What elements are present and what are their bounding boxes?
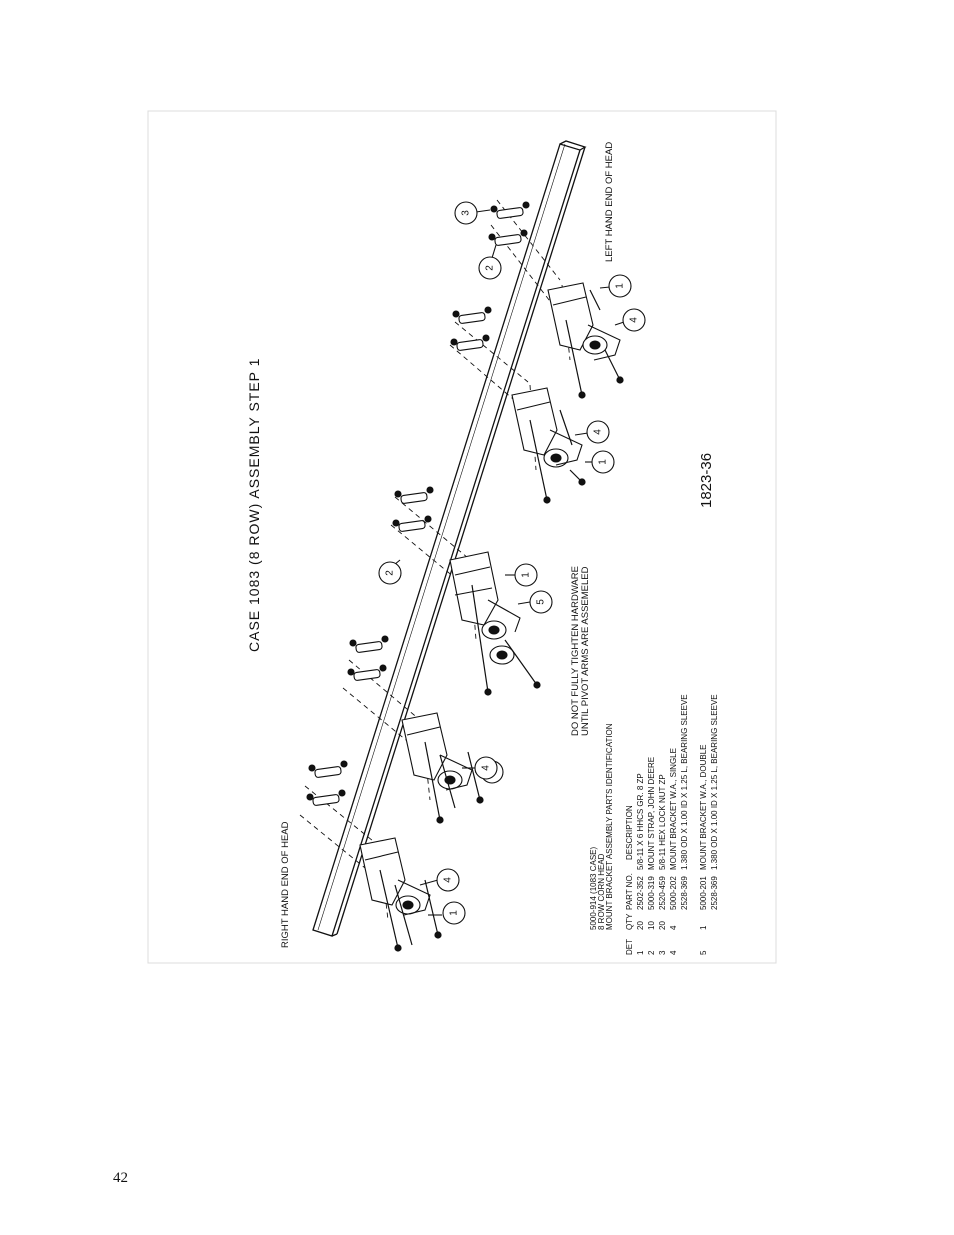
parts-header-2: 8 ROW CORN HEAD bbox=[597, 853, 606, 930]
callout-4c: 4 bbox=[574, 420, 610, 444]
col-part: PART NO. bbox=[625, 873, 634, 910]
row2-det: 2 bbox=[647, 950, 656, 955]
callout-1d: 1 bbox=[585, 450, 615, 474]
drawing-number: 1823-36 bbox=[698, 453, 715, 508]
row3-det: 3 bbox=[658, 950, 667, 955]
bracket-3-double bbox=[449, 551, 521, 665]
callout-3: 3 bbox=[454, 201, 491, 225]
row5-part: 2528-369 bbox=[680, 876, 689, 910]
row3-qty: 20 bbox=[658, 921, 667, 930]
col-det: DET bbox=[625, 939, 634, 955]
bracket-2 bbox=[401, 712, 473, 791]
row1-qty: 20 bbox=[636, 921, 645, 930]
svg-text:4: 4 bbox=[481, 765, 492, 771]
strap-group-2 bbox=[347, 635, 389, 681]
callout-5: 5 bbox=[517, 590, 553, 614]
right-hand-end-label: RIGHT HAND END OF HEAD bbox=[280, 821, 291, 948]
row6-desc: MOUNT BRACKET W.A., DOUBLE bbox=[699, 744, 708, 870]
row4-qty: 4 bbox=[669, 925, 678, 930]
row2-desc: MOUNT STRAP, JOHN DEERE bbox=[647, 757, 656, 870]
callout-1c: 1 bbox=[505, 563, 538, 587]
mount-straps bbox=[306, 201, 530, 806]
row1-det: 1 bbox=[636, 950, 645, 955]
callout-2b: 2 bbox=[478, 244, 502, 280]
parts-header-1: 5000-914 (1083 CASE) bbox=[589, 847, 598, 931]
strap-group-3 bbox=[392, 486, 434, 532]
svg-text:2: 2 bbox=[485, 265, 496, 271]
row7-desc: 1.380 OD X 1.00 ID X 1.25 L, BEARING SLE… bbox=[710, 694, 719, 870]
callouts: 1 4 1 4 1 5 2 1 4 4 1 2 3 bbox=[378, 201, 646, 925]
svg-text:4: 4 bbox=[629, 317, 640, 323]
hardware-note-line2: UNTIL PIVOT ARMS ARE ASSEMELED bbox=[580, 566, 591, 736]
row6-part: 5000-201 bbox=[699, 876, 708, 910]
callout-1a: 1 bbox=[428, 901, 466, 925]
callout-4a: 4 bbox=[419, 868, 460, 892]
col-desc: DESCRIPTION bbox=[625, 805, 634, 860]
strap-group-4 bbox=[450, 306, 492, 351]
row1-desc: 5/8-11 X 6 HHCS GR. 8 ZP bbox=[636, 773, 645, 870]
row5-desc: 1.380 OD X 1.00 ID X 1.25 L, BEARING SLE… bbox=[680, 694, 689, 870]
svg-text:1: 1 bbox=[521, 572, 532, 578]
hhcs-bolts bbox=[379, 289, 624, 952]
callout-4b: 4 bbox=[462, 756, 498, 780]
row6-det: 5 bbox=[699, 950, 708, 955]
row2-qty: 10 bbox=[647, 921, 656, 930]
callout-4d: 4 bbox=[614, 308, 646, 332]
hardware-note-line1: DO NOT FULLY TIGHTEN HARDWARE bbox=[570, 566, 581, 736]
page-number: 42 bbox=[113, 1170, 128, 1186]
bracket-4 bbox=[511, 387, 583, 468]
strap-group-5 bbox=[488, 201, 530, 246]
col-qty: QTY bbox=[625, 913, 634, 930]
row6-qty: 1 bbox=[699, 925, 708, 930]
callout-1e: 1 bbox=[599, 274, 632, 298]
row3-desc: 5/8-11 HEX LOCK NUT ZP bbox=[658, 774, 667, 870]
row4-det: 4 bbox=[669, 950, 678, 955]
svg-text:1: 1 bbox=[449, 910, 460, 916]
row4-part: 5000-202 bbox=[669, 876, 678, 910]
row3-part: 2520-459 bbox=[658, 876, 667, 910]
callout-2a: 2 bbox=[378, 559, 402, 585]
svg-text:2: 2 bbox=[385, 570, 396, 576]
drawing-title: CASE 1083 (8 ROW) ASSEMBLY STEP 1 bbox=[246, 358, 262, 652]
toolbar-beam bbox=[312, 140, 587, 937]
row7-part: 2528-369 bbox=[710, 876, 719, 910]
bracket-1 bbox=[359, 837, 431, 916]
row4-desc: MOUNT BRACKET W.A., SINGLE bbox=[669, 748, 678, 870]
row1-part: 2502-352 bbox=[636, 876, 645, 910]
svg-text:1: 1 bbox=[598, 459, 609, 465]
left-hand-end-label: LEFT HAND END OF HEAD bbox=[604, 142, 615, 262]
svg-text:4: 4 bbox=[443, 877, 454, 883]
row2-part: 5000-319 bbox=[647, 876, 656, 910]
svg-text:5: 5 bbox=[536, 599, 547, 605]
bracket-5 bbox=[547, 282, 621, 361]
svg-text:1: 1 bbox=[615, 283, 626, 289]
svg-text:4: 4 bbox=[593, 429, 604, 435]
svg-text:3: 3 bbox=[461, 210, 472, 216]
parts-header-3: MOUNT BRACKET ASSEMBLY PARTS IDENTIFICAT… bbox=[605, 723, 614, 930]
parts-table: 5000-914 (1083 CASE) 8 ROW CORN HEAD MOU… bbox=[589, 694, 719, 955]
strap-group-1 bbox=[306, 760, 348, 806]
mount-brackets bbox=[359, 282, 621, 916]
